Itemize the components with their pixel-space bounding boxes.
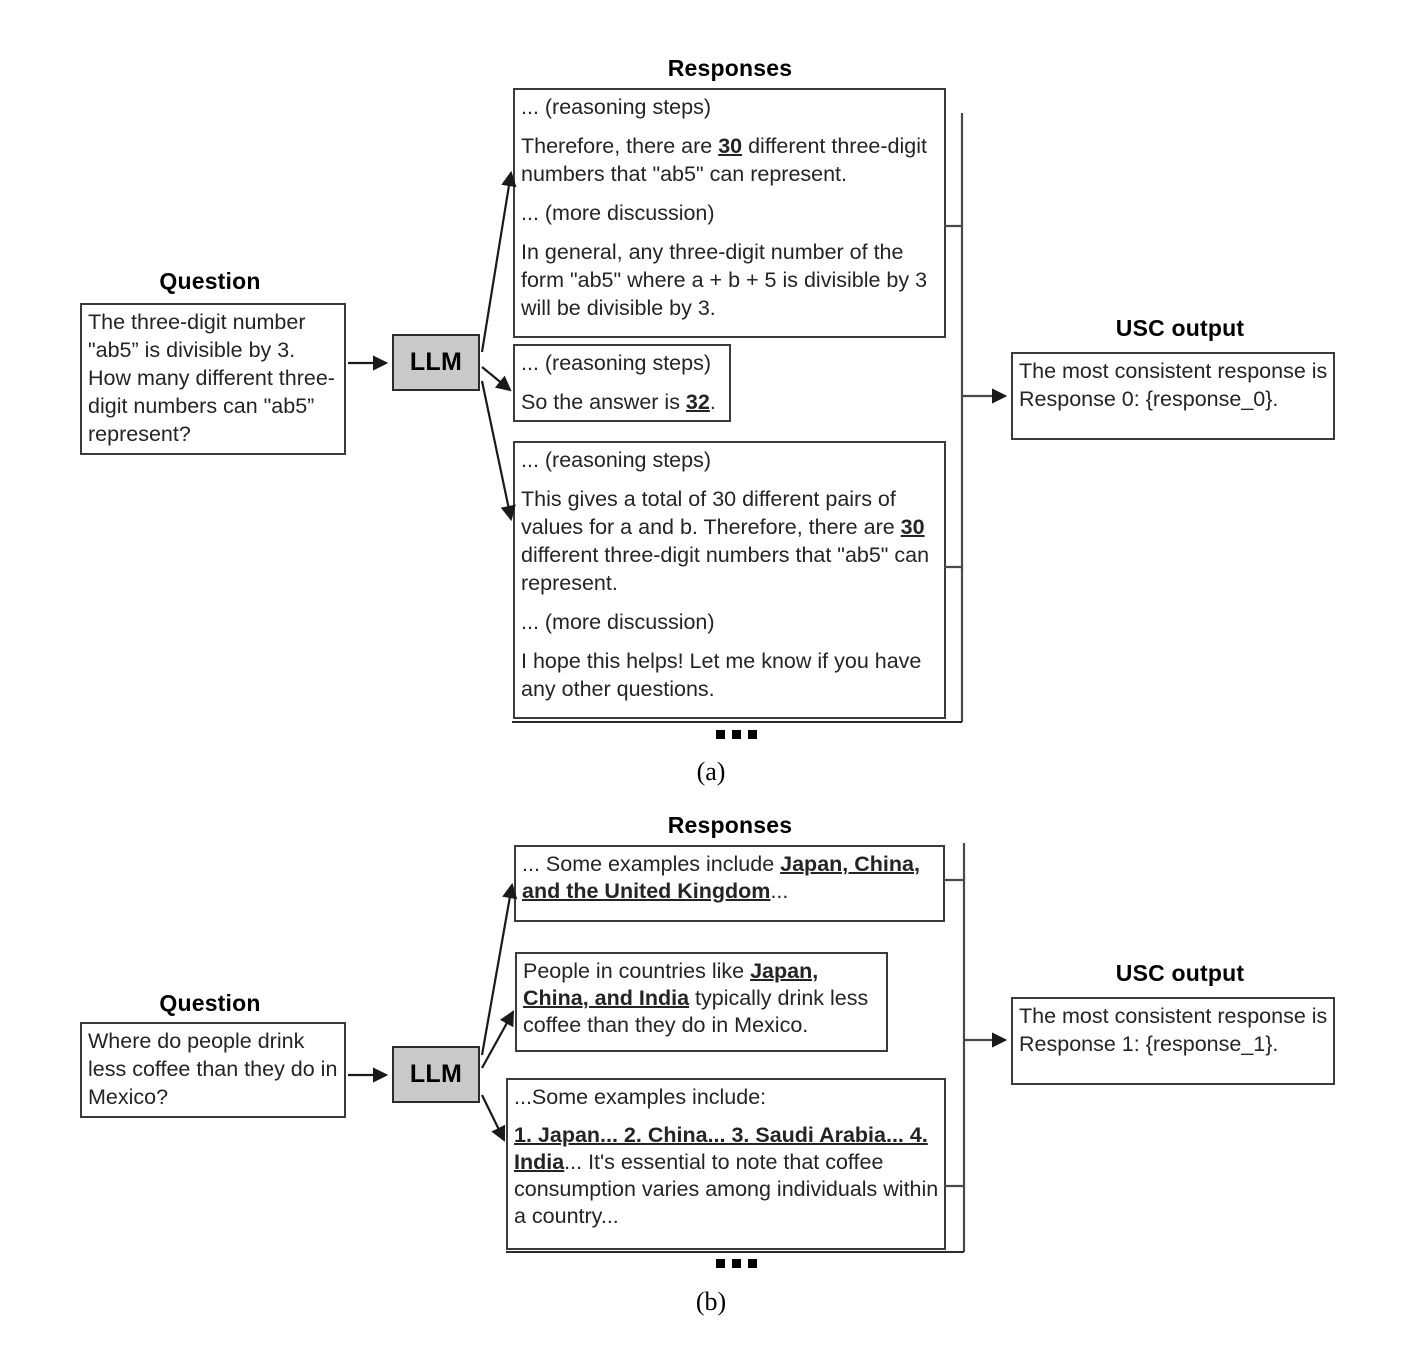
panel-a-response-box-0: ... (reasoning steps) Therefore, there a… [513, 88, 946, 338]
response-paragraph: This gives a total of 30 different pairs… [521, 486, 930, 595]
panel-b-responses-header: Responses [667, 812, 793, 838]
panel-b-usc-output-text: The most consistent response is Response… [1019, 1004, 1328, 1056]
ellipsis-dot [748, 1259, 757, 1268]
response-paragraph: Therefore, there are 30 different three-… [521, 133, 927, 186]
response-paragraph: ... (reasoning steps) [521, 351, 712, 375]
response-paragraph: ... (more discussion) [521, 200, 715, 225]
ellipsis-dot [748, 730, 757, 739]
aggregation-bracket-a [944, 224, 964, 569]
response-paragraph: 1. Japan... 2. China... 3. Saudi Arabia.… [514, 1123, 939, 1229]
panel-a-usc-output-box: The most consistent response is Response… [1011, 352, 1335, 440]
ellipsis-dot [716, 1259, 725, 1268]
aggregation-bracket-b [944, 878, 966, 1188]
response-paragraph: ... (reasoning steps) [521, 448, 712, 472]
panel-a-output-header: USC output [1115, 315, 1245, 341]
ellipsis-dot [732, 1259, 741, 1268]
panel-a-response-box-1: ... (reasoning steps) So the answer is 3… [513, 344, 731, 422]
panel-a-usc-output-text: The most consistent response is Response… [1019, 359, 1328, 411]
panel-a-response-box-2: ... (reasoning steps) This gives a total… [513, 441, 946, 719]
arrow-llm-to-response-b1 [481, 1010, 515, 1069]
panel-b-response-box-0: ... Some examples include Japan, China, … [514, 845, 945, 922]
arrow-llm-to-response-a2 [480, 380, 516, 522]
panel-b-responses-ellipsis [716, 1259, 757, 1268]
panel-a-llm-node: LLM [392, 334, 480, 391]
response-paragraph: ... (more discussion) [521, 609, 715, 634]
panel-a-question-box: The three-digit number "ab5” is divisibl… [80, 303, 346, 455]
panel-a-responses-ellipsis [716, 730, 757, 739]
panel-b-question-text: Where do people drink less coffee than t… [88, 1029, 338, 1109]
response-paragraph: ...Some examples include: [514, 1085, 767, 1109]
ellipsis-dot [732, 730, 741, 739]
panel-a-question-text: The three-digit number "ab5” is divisibl… [88, 310, 335, 446]
response-paragraph: In general, any three-digit number of th… [521, 239, 928, 320]
response-paragraph: ... (reasoning steps) [521, 95, 712, 119]
panel-b-response-box-2: ...Some examples include: 1. Japan... 2.… [506, 1078, 946, 1250]
panel-a-caption: (a) [696, 757, 726, 786]
response-paragraph: I hope this helps! Let me know if you ha… [521, 648, 922, 701]
panel-b-usc-output-box: The most consistent response is Response… [1011, 997, 1335, 1085]
ellipsis-dot [716, 730, 725, 739]
arrow-llm-to-response-a0 [480, 170, 517, 353]
panel-b-response-box-1: People in countries like Japan, China, a… [515, 952, 888, 1052]
arrow-llm-to-response-a1 [481, 366, 512, 392]
panel-b-question-header: Question [159, 990, 261, 1016]
arrow-llm-to-response-b2 [481, 1094, 506, 1142]
panel-a-question-header: Question [159, 268, 261, 294]
panel-b-caption: (b) [695, 1287, 727, 1316]
panel-b-question-box: Where do people drink less coffee than t… [80, 1022, 346, 1118]
response-paragraph: ... Some examples include Japan, China, … [522, 852, 920, 904]
panel-b-llm-node: LLM [392, 1046, 480, 1103]
panel-a-responses-header: Responses [667, 55, 793, 81]
panel-b-output-header: USC output [1115, 960, 1245, 986]
response-paragraph: People in countries like Japan, China, a… [523, 959, 869, 1038]
arrow-llm-to-response-b0 [480, 882, 518, 1056]
response-paragraph: So the answer is 32. [521, 389, 716, 414]
